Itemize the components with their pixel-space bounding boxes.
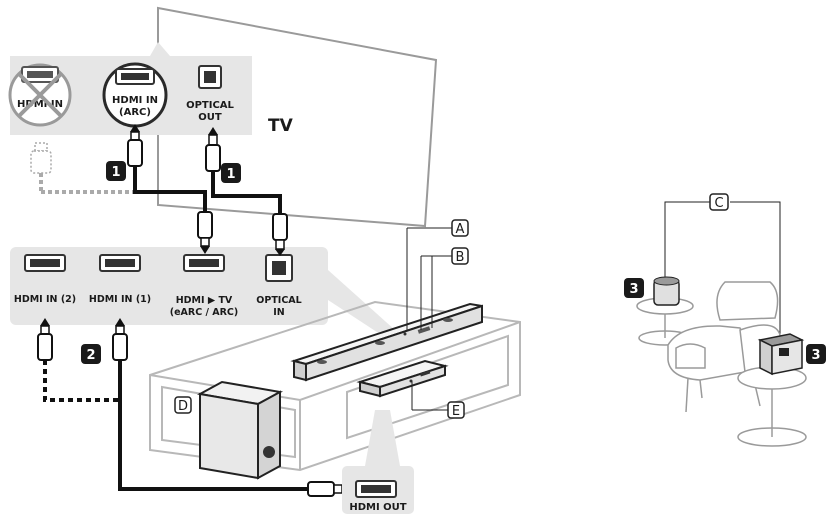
svg-text:1: 1: [111, 165, 120, 180]
soundbar-hdmi-in-1-label: HDMI IN (1): [89, 294, 151, 305]
svg-text:D: D: [178, 399, 188, 414]
svg-text:B: B: [456, 250, 465, 265]
callout-d: D: [174, 396, 192, 414]
soundbar-port-panel: HDMI IN (2) HDMI IN (1) HDMI ▶ TV (eARC …: [10, 247, 395, 336]
rear-speaker-left: [653, 276, 680, 306]
callout-e: E: [411, 381, 465, 419]
source-hdmi-out-label: HDMI OUT: [349, 502, 406, 513]
subwoofer: [196, 380, 284, 480]
tv-optical-out-port: OPTICAL OUT: [186, 65, 235, 123]
svg-text:1: 1: [226, 167, 235, 182]
svg-text:E: E: [452, 404, 460, 419]
tv-optical-out-label-2: OUT: [198, 112, 222, 123]
hdmi-arc-cable: [127, 124, 213, 254]
callout-b: B: [420, 247, 469, 330]
soundbar-hdmi-tv-label-1: HDMI ▶ TV: [176, 295, 233, 306]
svg-text:A: A: [456, 222, 465, 237]
callout-a: A: [406, 219, 469, 330]
tv-hdmi-in-label: HDMI IN: [17, 99, 63, 110]
tv-hdmi-arc-port: HDMI IN (ARC): [102, 62, 168, 128]
source-hdmi-out-panel: HDMI OUT: [342, 410, 414, 514]
step-1-badge-left: 1: [106, 161, 126, 181]
tv-hdmi-arc-label-1: HDMI IN: [112, 95, 158, 106]
step-2-badge: 2: [81, 344, 101, 364]
step-3-badge-right: 3: [806, 344, 826, 364]
source-device: [356, 359, 449, 398]
side-table-right: [737, 366, 807, 447]
svg-text:3: 3: [629, 282, 638, 297]
tv-optical-out-label-1: OPTICAL: [186, 100, 234, 111]
soundbar-optical-in-label-2: IN: [273, 307, 285, 318]
callout-c: [664, 193, 781, 335]
svg-text:2: 2: [86, 348, 95, 363]
callout-c-letter: C: [714, 196, 723, 211]
hdmi-in-1-cable: [112, 318, 350, 497]
svg-text:3: 3: [811, 348, 820, 363]
soundbar-optical-in-label-1: OPTICAL: [256, 295, 301, 306]
tv-hdmi-arc-label-2: (ARC): [119, 107, 151, 118]
soundbar-hdmi-tv-label-2: (eARC / ARC): [170, 307, 239, 318]
soundbar-hdmi-in-2-label: HDMI IN (2): [14, 294, 76, 305]
rear-speaker-right: [757, 333, 805, 376]
step-3-badge-left: 3: [624, 278, 644, 298]
tv-hdmi-in-port-disabled: HDMI IN: [8, 63, 72, 127]
step-1-badge-right: 1: [221, 163, 241, 183]
tv-label: TV: [268, 116, 294, 136]
soundbar: [290, 302, 483, 382]
optical-cable: [205, 127, 288, 256]
hdmi-in-2-cable-dotted: [37, 318, 120, 402]
